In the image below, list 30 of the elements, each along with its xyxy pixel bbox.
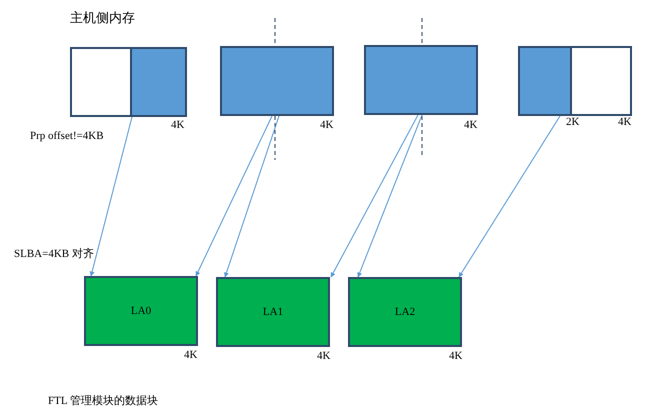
arrow bbox=[458, 116, 560, 278]
memory-page-box bbox=[130, 47, 187, 117]
size-label: 4K bbox=[449, 350, 462, 364]
arrow bbox=[330, 114, 418, 278]
data-block bbox=[84, 276, 198, 346]
memory-page-box bbox=[70, 47, 185, 117]
memory-page-box bbox=[364, 45, 478, 115]
data-block bbox=[348, 277, 462, 347]
block-label: LA1 bbox=[262, 306, 284, 318]
size-label: 4K bbox=[464, 119, 478, 132]
size-label: 4K bbox=[320, 119, 334, 132]
note-label: Prp offset!=4KB bbox=[30, 130, 104, 144]
note-label: SLBA=4KB 对齐 bbox=[14, 248, 94, 262]
block-label: LA2 bbox=[394, 306, 416, 318]
arrow bbox=[224, 116, 280, 278]
arrow bbox=[357, 114, 422, 278]
size-label: 4K bbox=[618, 116, 632, 130]
memory-page-box bbox=[220, 46, 334, 116]
size-label: 4K bbox=[171, 119, 184, 132]
memory-page-box bbox=[518, 46, 572, 116]
size-label: 2K bbox=[566, 116, 580, 130]
arrow bbox=[196, 116, 272, 276]
note-label: FTL 管理模块的数据块 bbox=[48, 395, 158, 408]
data-block bbox=[216, 277, 330, 347]
arrow bbox=[90, 116, 132, 276]
memory-page-box bbox=[518, 46, 632, 116]
block-label: LA0 bbox=[130, 305, 152, 317]
size-label: 4K bbox=[317, 350, 330, 364]
size-label: 4K bbox=[184, 349, 198, 362]
title-label: 主机侧内存 bbox=[70, 10, 135, 26]
